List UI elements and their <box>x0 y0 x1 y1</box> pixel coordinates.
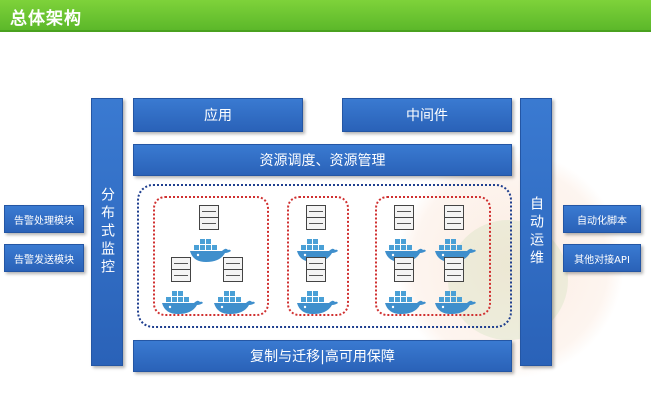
middleware-label: 中间件 <box>406 108 448 124</box>
container-node <box>188 205 232 275</box>
server-icon <box>306 217 326 230</box>
container-node <box>433 257 477 327</box>
container-node <box>160 257 204 327</box>
container-cluster-2 <box>287 196 349 316</box>
container-cluster-3 <box>375 196 491 316</box>
application-box: 应用 <box>133 98 303 132</box>
resource-scheduling-bar: 资源调度、资源管理 <box>133 144 512 176</box>
server-icon <box>306 269 326 282</box>
alarm-handling-module: 告警处理模块 <box>4 205 84 233</box>
alarm-handling-label: 告警处理模块 <box>14 215 74 227</box>
replication-ha-label: 复制与迁移|高可用保障 <box>250 349 395 365</box>
server-icon <box>394 257 414 270</box>
distributed-monitoring-column: 分布式监控 <box>91 98 123 366</box>
container-node <box>212 257 256 327</box>
alarm-sending-module: 告警发送模块 <box>4 244 84 272</box>
auto-ops-label: 自动运维 <box>528 196 544 268</box>
docker-whale-icon <box>435 291 476 314</box>
page-title: 总体架构 <box>10 9 82 29</box>
docker-whale-icon <box>385 291 426 314</box>
resource-scheduling-label: 资源调度、资源管理 <box>259 153 386 169</box>
other-api-label: 其他对接API <box>574 254 630 266</box>
container-pool-outline <box>137 184 512 328</box>
container-node <box>383 205 427 275</box>
server-icon <box>199 217 219 230</box>
server-icon <box>171 269 191 282</box>
middleware-box: 中间件 <box>342 98 512 132</box>
server-icon <box>394 217 414 230</box>
auto-ops-column: 自动运维 <box>520 98 552 366</box>
server-icon <box>394 205 414 218</box>
distributed-monitoring-label: 分布式监控 <box>99 187 115 277</box>
server-icon <box>394 269 414 282</box>
server-icon <box>223 269 243 282</box>
server-icon <box>444 269 464 282</box>
docker-whale-icon <box>190 239 231 262</box>
alarm-sending-label: 告警发送模块 <box>14 254 74 266</box>
container-node <box>383 257 427 327</box>
application-label: 应用 <box>204 108 232 124</box>
container-cluster-1 <box>153 196 269 316</box>
server-icon <box>444 217 464 230</box>
replication-ha-bar: 复制与迁移|高可用保障 <box>133 340 512 372</box>
container-node <box>295 257 339 327</box>
header-bar: 总体架构 <box>0 0 651 32</box>
other-api-module: 其他对接API <box>563 244 641 272</box>
docker-whale-icon <box>297 291 338 314</box>
automation-script-label: 自动化脚本 <box>577 215 627 227</box>
docker-whale-icon <box>162 291 203 314</box>
automation-script-module: 自动化脚本 <box>563 205 641 233</box>
docker-whale-icon <box>214 291 255 314</box>
